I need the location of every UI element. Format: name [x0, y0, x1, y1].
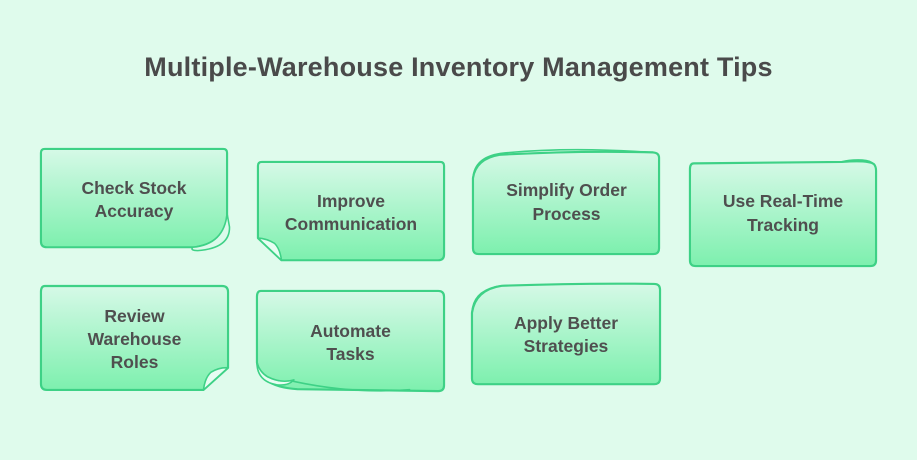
- sticky-note-shape-curl-top-right: [688, 159, 878, 268]
- sticky-note-shape-dogear-bottom-right: [39, 284, 230, 392]
- note-use-real-time-tracking: Use Real-Time Tracking: [687, 159, 879, 268]
- page-title: Multiple-Warehouse Inventory Management …: [144, 52, 773, 82]
- note-check-stock-accuracy: Check Stock Accuracy: [38, 146, 231, 254]
- sticky-note-shape-curl-top-left-big: [471, 148, 661, 256]
- note-label: Check Stock Accuracy: [81, 177, 187, 221]
- note-label: Improve Communication: [284, 190, 418, 234]
- note-review-warehouse-roles: Review Warehouse Roles: [38, 283, 231, 396]
- note-label: Apply Better Strategies: [513, 312, 619, 356]
- note-label: Simplify Order Process: [506, 180, 627, 224]
- note-apply-better-strategies: Apply Better Strategies: [469, 281, 663, 389]
- note-label: Review Warehouse Roles: [87, 305, 182, 373]
- sticky-note-shape-dogear-bottom-left: [256, 160, 446, 262]
- sticky-note-shape-curl-top-left-small: [470, 282, 662, 386]
- note-improve-communication: Improve Communication: [255, 159, 447, 267]
- note-label: Automate Tasks: [310, 320, 391, 364]
- note-automate-tasks: Automate Tasks: [254, 288, 447, 398]
- note-label: Use Real-Time Tracking: [722, 191, 844, 235]
- sticky-note-shape-curl-bottom-left-big: [255, 289, 446, 393]
- sticky-note-shape-curl-bottom-right: [39, 147, 231, 252]
- note-simplify-order-process: Simplify Order Process: [470, 148, 663, 257]
